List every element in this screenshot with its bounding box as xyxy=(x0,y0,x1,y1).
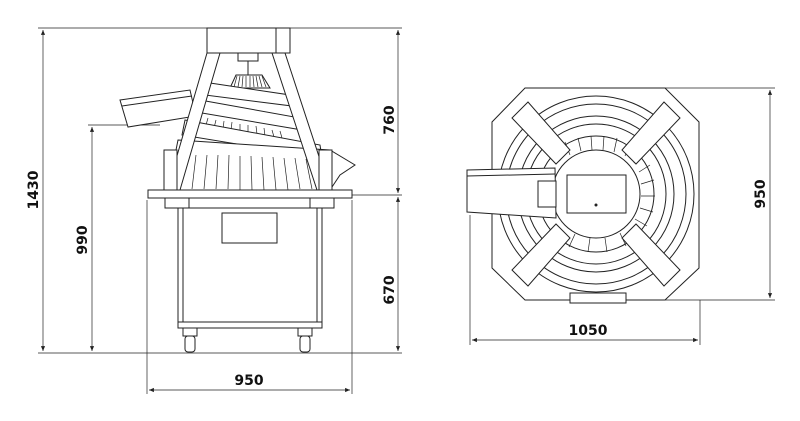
control-panel xyxy=(221,212,278,244)
top-view: 950 1050 xyxy=(466,87,775,345)
caster-wheels xyxy=(182,327,313,353)
dim-990: 990 xyxy=(75,225,91,254)
side-view: 1430 990 760 670 950 xyxy=(26,27,402,394)
dim-670: 670 xyxy=(382,275,398,304)
display-window xyxy=(566,174,627,214)
dim-760: 760 xyxy=(382,105,398,134)
dim-950-side: 950 xyxy=(234,373,263,389)
dim-1050: 1050 xyxy=(569,323,608,339)
dim-1430: 1430 xyxy=(26,170,42,209)
drive-housing xyxy=(206,27,291,54)
dim-950-top: 950 xyxy=(753,179,769,208)
cross-arms xyxy=(511,101,681,287)
infeed-chute xyxy=(466,167,557,219)
